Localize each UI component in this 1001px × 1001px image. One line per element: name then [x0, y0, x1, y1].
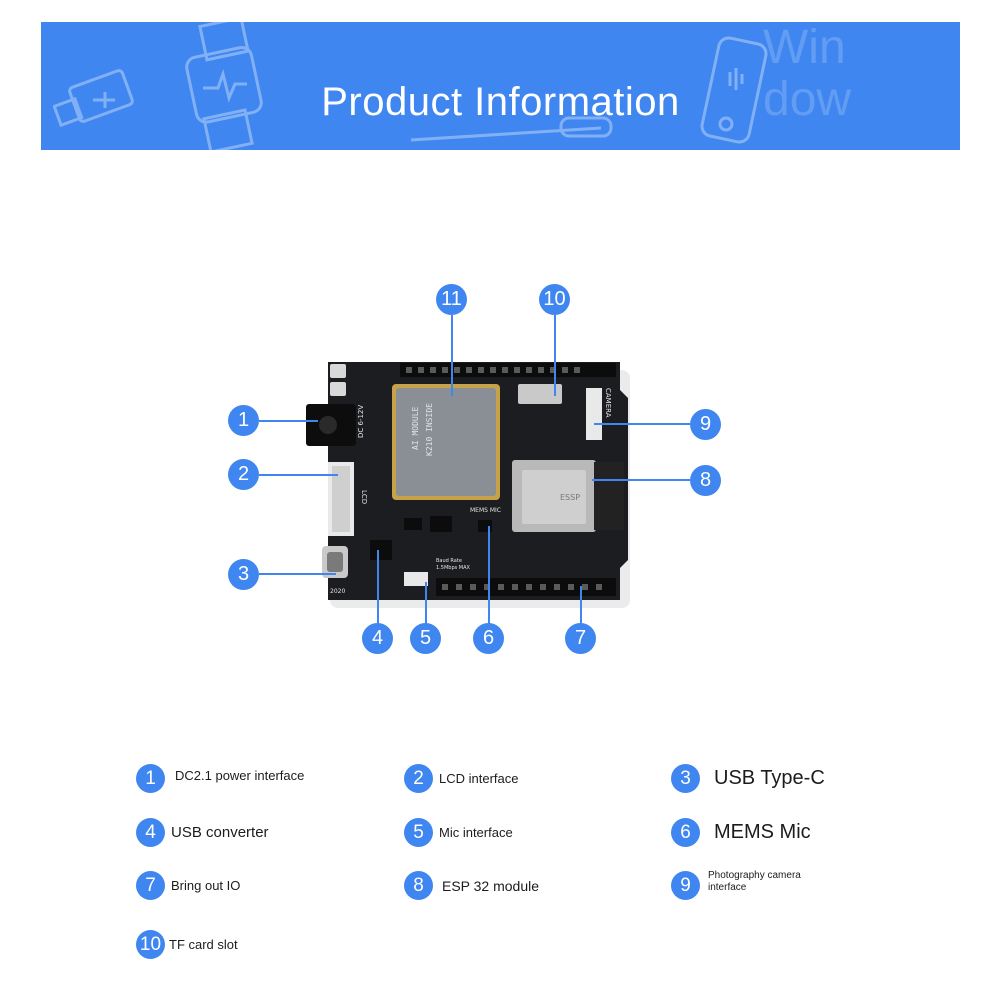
- legend-item-8: 8 ESP 32 module: [404, 871, 539, 900]
- smartwatch-icon: [185, 22, 263, 150]
- callout-8: 8: [690, 465, 721, 496]
- leader-lines: [259, 315, 690, 625]
- k210-module: [392, 384, 500, 500]
- legend-item-9: 9 Photography camera interface: [671, 869, 818, 900]
- legend-number-8: 8: [404, 871, 433, 900]
- legend-number-5: 5: [404, 818, 433, 847]
- legend-item-3: 3 USB Type-C: [671, 764, 825, 793]
- callout-3: 3: [228, 559, 259, 590]
- usb-type-c-port: [322, 546, 348, 578]
- lcd-connector: [328, 462, 354, 536]
- callout-5: 5: [410, 623, 441, 654]
- page-title: Product Information: [321, 80, 680, 124]
- legend-item-5: 5 Mic interface: [404, 818, 513, 847]
- module-silkscreen-2: K210 INSIDE: [425, 403, 434, 456]
- legend-item-1: 1 DC2.1 power interface: [136, 764, 304, 793]
- dc-jack: [306, 404, 356, 446]
- legend-label-3: USB Type-C: [714, 767, 825, 789]
- phone-icon: [700, 36, 768, 144]
- legend-label-9: Photography camera interface: [708, 869, 801, 893]
- camera-connector: [586, 388, 602, 440]
- legend-item-7: 7 Bring out IO: [136, 871, 240, 900]
- callout-10: 10: [539, 284, 570, 315]
- legend-label-6: MEMS Mic: [714, 821, 811, 843]
- callout-11: 11: [436, 284, 467, 315]
- legend-number-10: 10: [136, 930, 165, 959]
- callout-9: 9: [690, 409, 721, 440]
- legend-number-2: 2: [404, 764, 433, 793]
- usb-converter-chip: [370, 540, 392, 560]
- banner-watermark: Win dow: [763, 22, 851, 126]
- baud-silkscreen: Baud Rate: [436, 558, 462, 564]
- callout-1: 1: [228, 405, 259, 436]
- legend-number-9: 9: [671, 871, 700, 900]
- legend-label-7: Bring out IO: [171, 878, 241, 893]
- legend-item-10: 10 TF card slot: [136, 930, 238, 959]
- legend-item-4: 4 USB converter: [136, 818, 269, 847]
- tf-card-slot: [518, 384, 562, 404]
- callout-4: 4: [362, 623, 393, 654]
- legend-number-3: 3: [671, 764, 700, 793]
- legend-label-4: USB converter: [171, 824, 269, 841]
- legend-number-7: 7: [136, 871, 165, 900]
- watermark-line-1: Win: [763, 22, 846, 74]
- esp-silkscreen: ESSP: [560, 493, 580, 502]
- callout-2: 2: [228, 459, 259, 490]
- legend-label-10: TF card slot: [169, 937, 238, 952]
- legend-item-6: 6 MEMS Mic: [671, 818, 811, 847]
- camera-silkscreen: CAMERA: [604, 388, 612, 418]
- top-pin-header: [400, 363, 616, 377]
- lcd-silkscreen: LCD: [360, 490, 368, 504]
- usb-stick-icon: [53, 69, 134, 128]
- cable-icon: [410, 116, 613, 142]
- callout-6: 6: [473, 623, 504, 654]
- pcb-board: [328, 362, 628, 600]
- year-silkscreen: 2020: [330, 588, 345, 595]
- callout-7: 7: [565, 623, 596, 654]
- legend-number-4: 4: [136, 818, 165, 847]
- legend-number-6: 6: [671, 818, 700, 847]
- legend-label-5: Mic interface: [439, 825, 513, 840]
- header-banner: Win dow Product Information: [41, 22, 960, 150]
- legend-label-2: LCD interface: [439, 771, 519, 786]
- bottom-pin-header: [436, 578, 616, 596]
- watermark-line-2: dow: [763, 73, 852, 126]
- mic-interface: [404, 572, 428, 586]
- legend-number-1: 1: [136, 764, 165, 793]
- esp32-module: [512, 460, 596, 532]
- legend-label-8: ESP 32 module: [442, 877, 540, 894]
- legend-label-1: DC2.1 power interface: [175, 768, 305, 783]
- baud-value-silkscreen: 1.5Mbps MAX: [436, 565, 471, 571]
- mems-silkscreen: MEMS MIC: [470, 507, 501, 514]
- dc-silkscreen: DC 6-12V: [357, 405, 365, 438]
- legend-item-2: 2 LCD interface: [404, 764, 518, 793]
- module-silkscreen-1: AI MODULE: [411, 406, 420, 450]
- mems-mic-chip: [478, 520, 492, 532]
